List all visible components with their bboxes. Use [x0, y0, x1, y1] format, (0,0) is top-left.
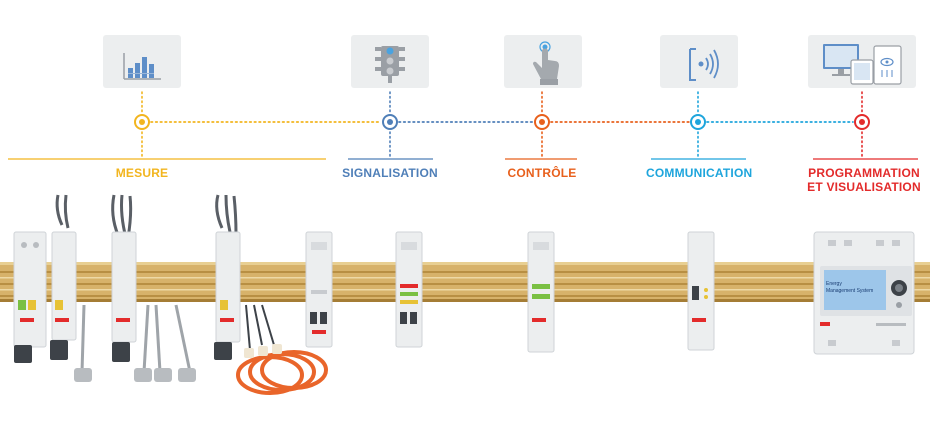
rogowski-coils — [236, 350, 328, 395]
ct-sensor-2 — [134, 368, 196, 382]
node-signalisation — [382, 114, 398, 130]
node-communication — [690, 114, 706, 130]
node-programmation — [854, 114, 870, 130]
bar-chart-icon — [123, 53, 161, 80]
tile-communication — [660, 35, 738, 88]
label-signalisation: SIGNALISATION — [342, 166, 438, 180]
tile-signalisation — [351, 35, 429, 88]
meter-module-2 — [50, 231, 77, 360]
tile-programmation — [808, 35, 916, 88]
communication-module — [687, 231, 715, 351]
rogowski-cables — [245, 304, 275, 351]
control-module — [527, 231, 555, 353]
din-rail — [0, 262, 930, 302]
cable-bundle-1 — [55, 194, 238, 239]
meter-module-1 — [13, 231, 47, 363]
label-communication: COMMUNICATION — [646, 166, 753, 180]
signal-module-1 — [305, 231, 333, 348]
tile-mesure — [103, 35, 181, 88]
label-programmation: PROGRAMMATION ET VISUALISATION — [807, 166, 921, 194]
ct-cables — [80, 304, 192, 373]
node-controle — [534, 114, 550, 130]
ems-screen-text: Energy Management System — [826, 281, 884, 295]
label-controle: CONTRÔLE — [507, 166, 577, 180]
devices-eye-icon — [823, 44, 902, 85]
rogowski-clips — [244, 344, 282, 358]
ems-screen-line-2: Management System — [826, 288, 874, 294]
wireless-signal-icon — [689, 48, 719, 81]
touch-hand-icon — [533, 41, 559, 85]
label-mesure: MESURE — [115, 166, 169, 180]
ems-screen — [824, 270, 886, 310]
tile-controle — [504, 35, 582, 88]
ems-screen-line-1: Energy — [826, 281, 842, 287]
meter-module-3 — [111, 231, 137, 362]
ems-controller — [813, 231, 915, 355]
signal-module-2 — [395, 231, 423, 348]
meter-module-4 — [214, 231, 241, 360]
traffic-light-icon — [375, 46, 405, 83]
node-mesure — [134, 114, 150, 130]
ct-sensor-1 — [74, 368, 92, 382]
